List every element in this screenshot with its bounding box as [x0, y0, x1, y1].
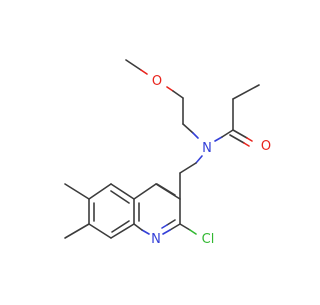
- bond-ch2-ch3: [232, 84, 260, 100]
- bond-ch2-n-blue: [192, 132, 199, 139]
- bond-ch2-n: [182, 123, 194, 134]
- atom-label-nitrogen-amide: N: [202, 141, 212, 156]
- molecule-diagram: O O N N Cl: [64, 59, 271, 247]
- bond-c2-n1: [169, 223, 181, 231]
- bond-c-o-1: [232, 129, 248, 139]
- bond-c-o-2-red: [243, 142, 250, 147]
- bond-o-ch2-red: [166, 86, 174, 92]
- atom-label-oxygen-methoxy: O: [152, 74, 162, 89]
- bond-c4a-c5-inner: [110, 190, 130, 204]
- bond-c-o-1-red: [246, 137, 253, 142]
- bond-c3-c4-inner: [156, 183, 176, 196]
- molecule-structure: O O N N Cl: [64, 59, 271, 247]
- bond-c6-methyl: [64, 183, 90, 200]
- bond-o-ch2: [172, 90, 184, 99]
- bond-methyl-o: [125, 59, 142, 71]
- atom-label-chlorine: Cl: [202, 232, 215, 247]
- bond-o-methyl-red: [140, 69, 148, 75]
- bond-c2-cl-green: [189, 229, 197, 235]
- bond-c5-c6: [88, 183, 112, 200]
- bond-n-ch2q-blue: [195, 155, 203, 164]
- bond-n-ch2q: [179, 162, 197, 174]
- bond-c2-n1-inner: [166, 219, 176, 226]
- bond-c8-c8a-inner: [111, 220, 130, 233]
- bond-c2-cl: [179, 223, 191, 231]
- bond-c2-n1-blue: [162, 229, 171, 235]
- bond-c4a-c5: [110, 183, 135, 200]
- atom-label-oxygen-carbonyl: O: [261, 139, 271, 154]
- bond-n1-c8a: [133, 223, 143, 231]
- bond-c7-c8: [88, 223, 112, 239]
- bond-c-o-2: [229, 134, 245, 144]
- bond-n1-c8a-blue: [141, 229, 150, 235]
- bond-c2-n1-inner-blue: [161, 224, 168, 229]
- bond-n-co-blue: [214, 136, 223, 142]
- bond-c8-c8a: [110, 223, 135, 239]
- atom-label-nitrogen-ring: N: [151, 232, 161, 247]
- bond-n-co: [221, 129, 234, 138]
- bond-c4-c4a: [133, 183, 157, 200]
- bond-c7-methyl: [64, 223, 90, 239]
